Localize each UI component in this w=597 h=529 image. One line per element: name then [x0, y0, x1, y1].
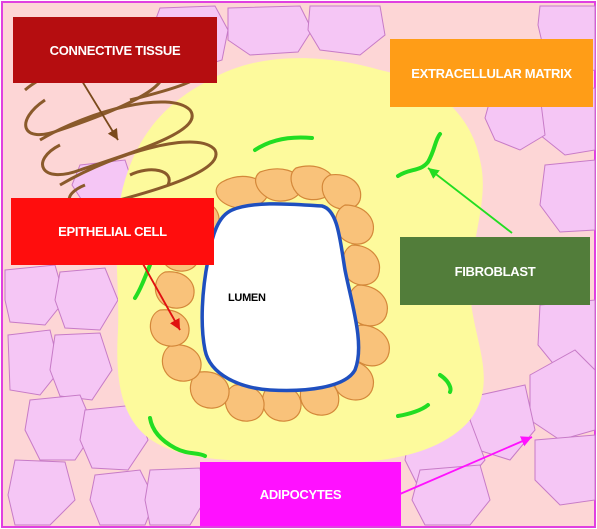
label-epithelial-cell: EPITHELIAL CELL	[11, 198, 214, 265]
label-epithelial-cell-text: EPITHELIAL CELL	[58, 224, 167, 239]
label-fibroblast: FIBROBLAST	[400, 237, 590, 305]
label-fibroblast-text: FIBROBLAST	[455, 264, 536, 279]
label-extracellular-matrix-text: EXTRACELLULAR MATRIX	[411, 66, 572, 81]
label-connective-tissue: CONNECTIVE TISSUE	[13, 17, 217, 83]
label-adipocytes-text: ADIPOCYTES	[260, 487, 342, 502]
label-lumen: LUMEN	[228, 292, 266, 304]
adipocyte-cell	[228, 6, 312, 55]
lumen	[202, 204, 358, 391]
label-connective-tissue-text: CONNECTIVE TISSUE	[50, 43, 181, 58]
label-extracellular-matrix: EXTRACELLULAR MATRIX	[390, 39, 593, 107]
label-adipocytes: ADIPOCYTES	[200, 462, 401, 526]
